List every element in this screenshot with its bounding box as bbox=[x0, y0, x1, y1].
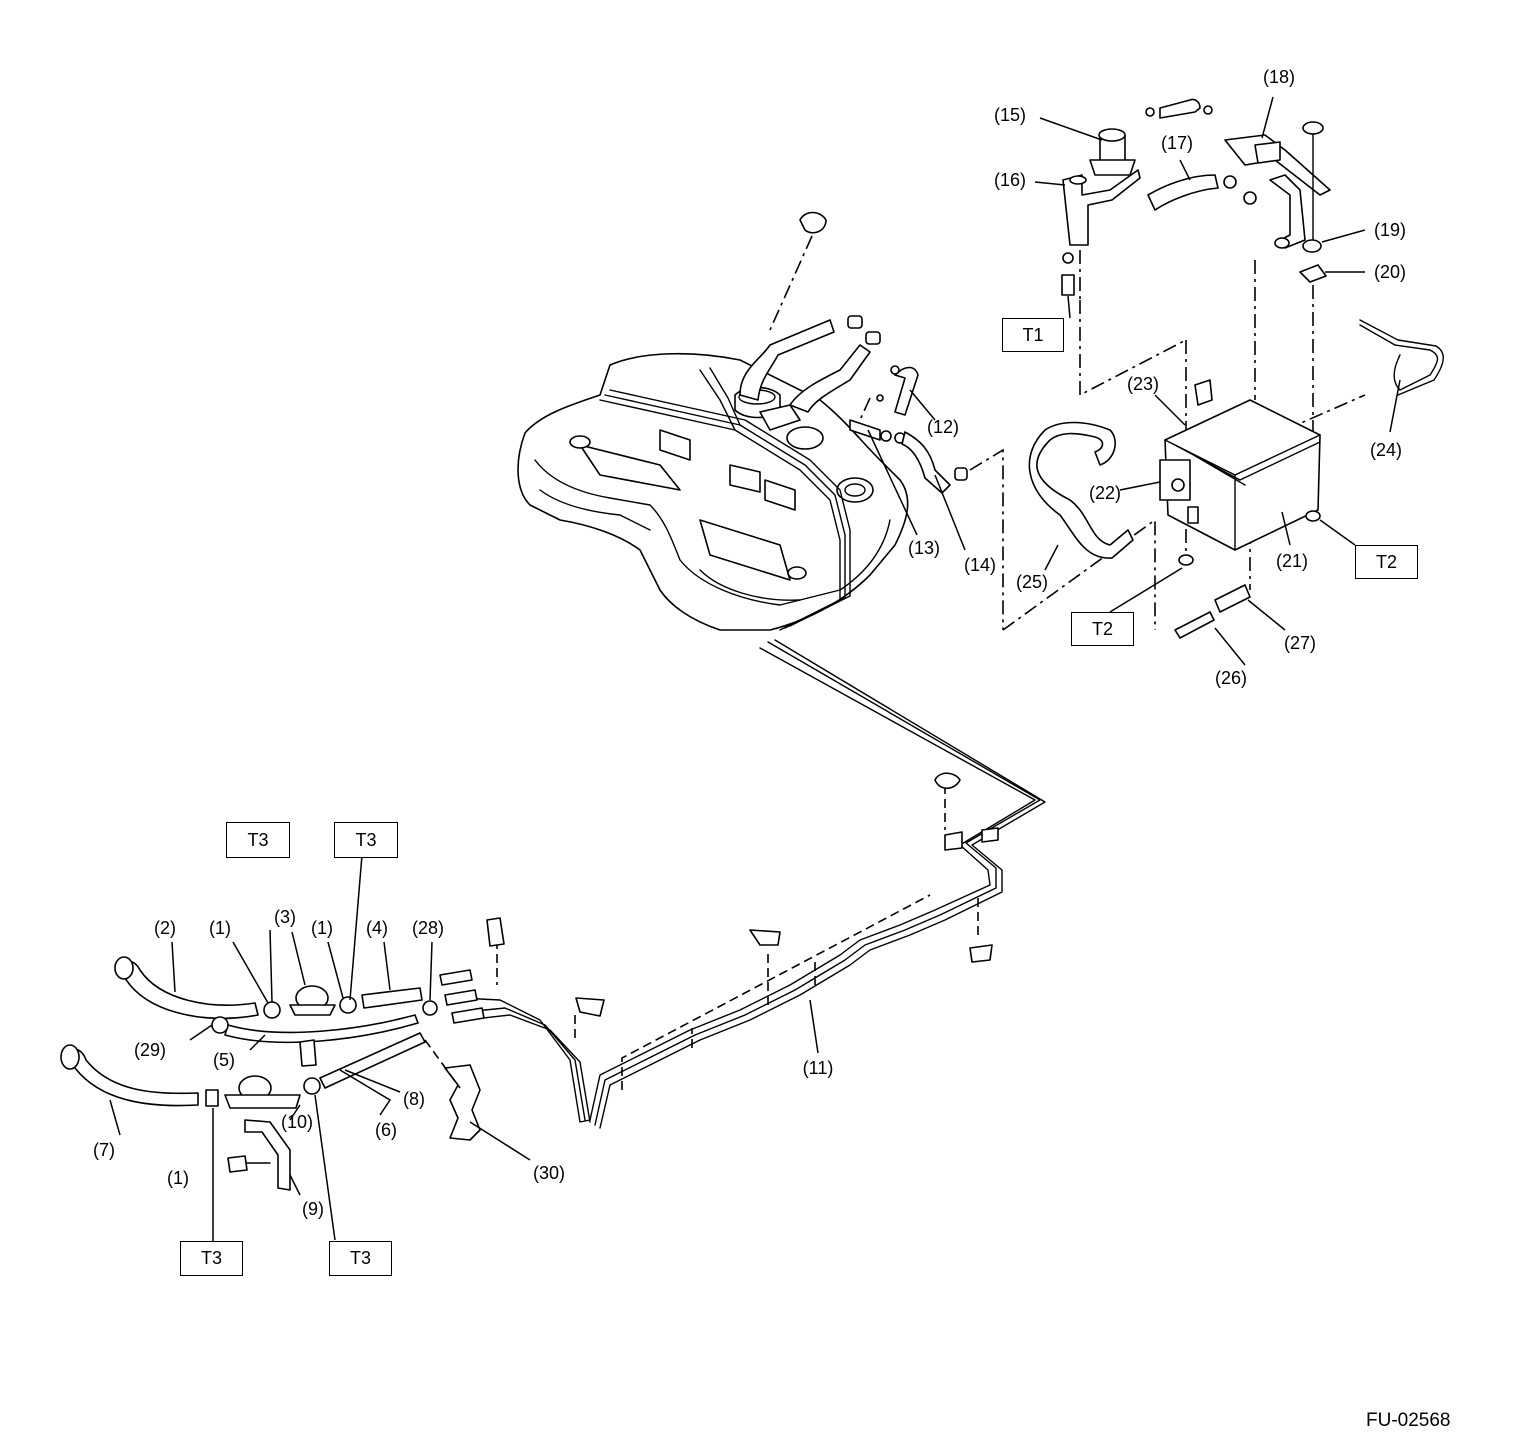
callout-19: (19) bbox=[1373, 220, 1407, 240]
callout-10: (10) bbox=[280, 1112, 314, 1132]
callout-9: (9) bbox=[302, 1199, 324, 1219]
torque-label-t3-lower-left: T3 bbox=[180, 1241, 243, 1276]
callout-7: (7) bbox=[93, 1140, 115, 1160]
callout-17: (17) bbox=[1160, 133, 1194, 153]
fuel-delivery-lines bbox=[439, 639, 1046, 1129]
callout-23: (23) bbox=[1126, 374, 1160, 394]
callout-4: (4) bbox=[366, 918, 388, 938]
callout-1-upper-right: (1) bbox=[311, 918, 333, 938]
callout-12: (12) bbox=[926, 417, 960, 437]
callout-18: (18) bbox=[1262, 67, 1296, 87]
callout-3: (3) bbox=[274, 907, 296, 927]
callout-30: (30) bbox=[532, 1163, 566, 1183]
callout-15: (15) bbox=[993, 105, 1027, 125]
torque-label-t3-lower-right: T3 bbox=[329, 1241, 392, 1276]
callout-25: (25) bbox=[1015, 572, 1049, 592]
leader-lines bbox=[109, 96, 1401, 1241]
callout-28: (28) bbox=[411, 918, 445, 938]
callout-2: (2) bbox=[154, 918, 176, 938]
callout-6: (6) bbox=[375, 1120, 397, 1140]
callout-21: (21) bbox=[1275, 551, 1309, 571]
callout-1-upper-left: (1) bbox=[209, 918, 231, 938]
callout-11: (11) bbox=[802, 1058, 834, 1078]
callout-20: (20) bbox=[1373, 262, 1407, 282]
filler-hoses-assembly bbox=[60, 956, 481, 1191]
callout-24: (24) bbox=[1369, 440, 1403, 460]
callout-27: (27) bbox=[1283, 633, 1317, 653]
torque-label-t2-center: T2 bbox=[1071, 612, 1134, 646]
callout-16: (16) bbox=[993, 170, 1027, 190]
callout-1-lower: (1) bbox=[167, 1168, 189, 1188]
callout-22: (22) bbox=[1088, 483, 1122, 503]
figure-id: FU-02568 bbox=[1366, 1410, 1451, 1431]
callout-8: (8) bbox=[403, 1089, 425, 1109]
callout-14: (14) bbox=[963, 555, 997, 575]
callout-26: (26) bbox=[1214, 668, 1248, 688]
vent-hoses-12-13-14 bbox=[849, 365, 1004, 630]
callout-13: (13) bbox=[907, 538, 941, 558]
fuel-tank bbox=[517, 211, 909, 631]
torque-label-t2-right: T2 bbox=[1355, 545, 1418, 579]
torque-label-t3-upper-left: T3 bbox=[226, 822, 290, 858]
canister-assembly bbox=[1002, 98, 1444, 639]
callout-29: (29) bbox=[133, 1040, 167, 1060]
callout-5: (5) bbox=[213, 1050, 235, 1070]
torque-label-t1: T1 bbox=[1002, 318, 1064, 352]
torque-label-t3-upper-right: T3 bbox=[334, 822, 398, 858]
